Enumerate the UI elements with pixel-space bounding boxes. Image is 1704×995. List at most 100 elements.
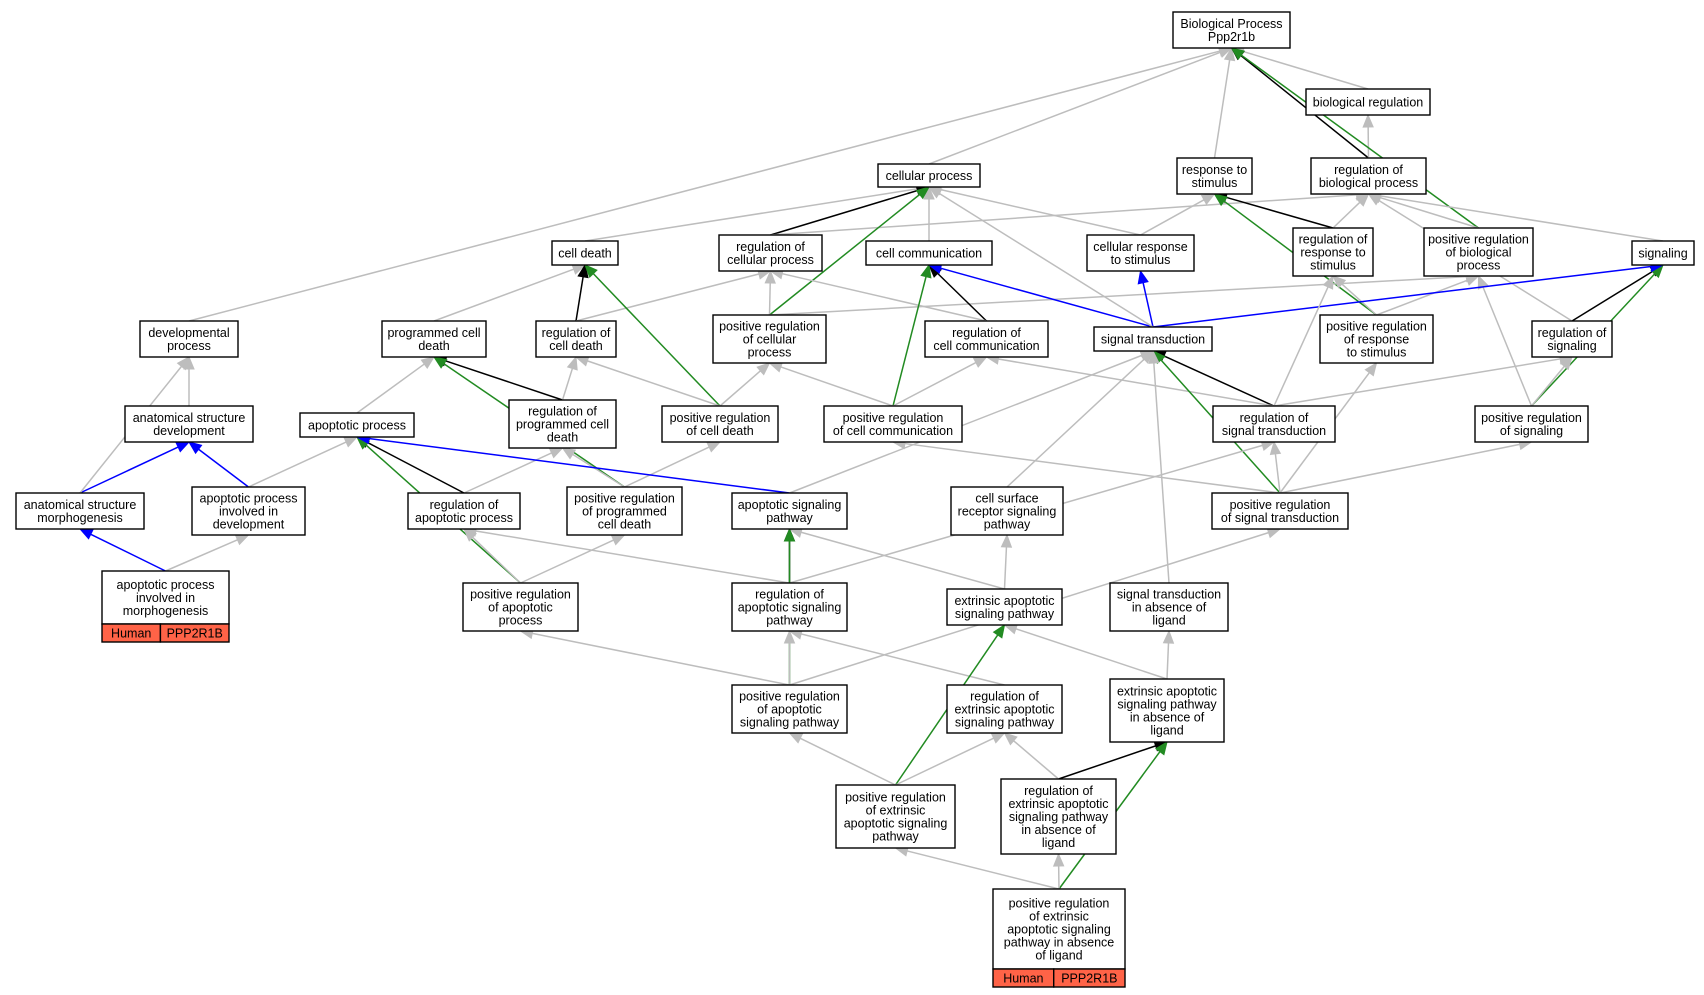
- edge-posregeasp-to-posregasp: [799, 737, 896, 786]
- edge-regeaspal-to-easpal: [1058, 745, 1156, 780]
- go-term-cellproc[interactable]: cellular process: [877, 163, 981, 188]
- term-label-line: apoptotic signaling: [738, 601, 842, 615]
- go-term-apop[interactable]: apoptotic process: [299, 412, 415, 438]
- edge-asm-to-asd: [79, 446, 179, 494]
- go-term-signaling[interactable]: signaling: [1631, 240, 1695, 266]
- edge-apopdev-to-apop: [248, 441, 347, 488]
- edge-posregcc-to-posregcp: [780, 366, 894, 407]
- edge-regsig-to-signaling: [1571, 270, 1654, 322]
- term-label-line: positive regulation: [845, 791, 946, 805]
- term-label-line: signaling pathway: [740, 716, 840, 730]
- term-label-line: pathway: [984, 518, 1031, 532]
- term-box: [712, 314, 827, 364]
- edge-dev-to-bp: [188, 50, 1221, 322]
- arrowhead-posregcd-to-posregcp: [756, 362, 771, 376]
- term-label-line: of cell communication: [833, 424, 953, 438]
- go-term-st[interactable]: signal transduction: [1093, 326, 1213, 352]
- term-label-line: involved in: [219, 505, 278, 519]
- edge-posregasp-to-posregap: [532, 632, 790, 686]
- arrowhead-regbp-to-bioreg: [1362, 113, 1374, 128]
- term-label-line: pathway in absence: [1004, 936, 1115, 950]
- term-box: [661, 405, 779, 443]
- term-label-line: regulation of: [542, 326, 611, 340]
- term-label-line: of extrinsic: [866, 804, 926, 818]
- edge-regst-to-regresp: [1273, 286, 1329, 407]
- term-label-line: cell death: [549, 339, 603, 353]
- term-label-line: response to: [1182, 163, 1247, 177]
- arrowhead-posregcd-to-celldeath: [584, 264, 598, 279]
- edge-regeasp-to-regasp: [800, 633, 1005, 686]
- arrowhead-regcd-to-celldeath: [577, 263, 589, 279]
- term-box: [1211, 492, 1349, 530]
- term-box: [924, 320, 1049, 358]
- edge-posregsig-to-regsig: [1530, 365, 1565, 407]
- arrowhead-posregasp-to-regasp: [783, 629, 796, 644]
- edge-regcd-to-celldeath: [575, 276, 584, 322]
- arrowhead-posregst-to-regst: [1269, 440, 1282, 456]
- go-term-bioreg[interactable]: biological regulation: [1305, 88, 1431, 116]
- term-label-line: death: [418, 339, 449, 353]
- arrowhead-regresp-to-regbp: [1355, 193, 1370, 207]
- term-box: [381, 320, 487, 358]
- term-label-line: signal transduction: [1101, 333, 1205, 347]
- term-box: [124, 405, 254, 443]
- term-label-line: receptor signaling: [958, 505, 1057, 519]
- term-label-line: stimulus: [1192, 176, 1238, 190]
- term-box: [191, 486, 306, 536]
- go-term-cellcomm[interactable]: cell communication: [865, 240, 993, 266]
- term-label-line: development: [153, 424, 225, 438]
- edge-posregap-to-posregpcd: [520, 539, 614, 584]
- term-box: [1305, 88, 1431, 116]
- term-label-line: to stimulus: [1347, 346, 1407, 360]
- term-label-line: apoptotic process: [415, 511, 513, 525]
- term-box: [299, 412, 415, 438]
- edge-posregcd-to-regcd: [587, 360, 721, 407]
- go-term-celldeath[interactable]: cell death: [551, 240, 619, 266]
- term-box: [566, 486, 683, 536]
- edge-regcc-to-cellcomm: [937, 272, 988, 322]
- edge-asp-to-apop: [368, 437, 790, 494]
- term-label-line: morphogenesis: [123, 604, 208, 618]
- arrowhead-posregpcd-to-pcd: [432, 356, 448, 369]
- term-box: [950, 486, 1064, 536]
- gene-label: PPP2R1B: [167, 627, 223, 641]
